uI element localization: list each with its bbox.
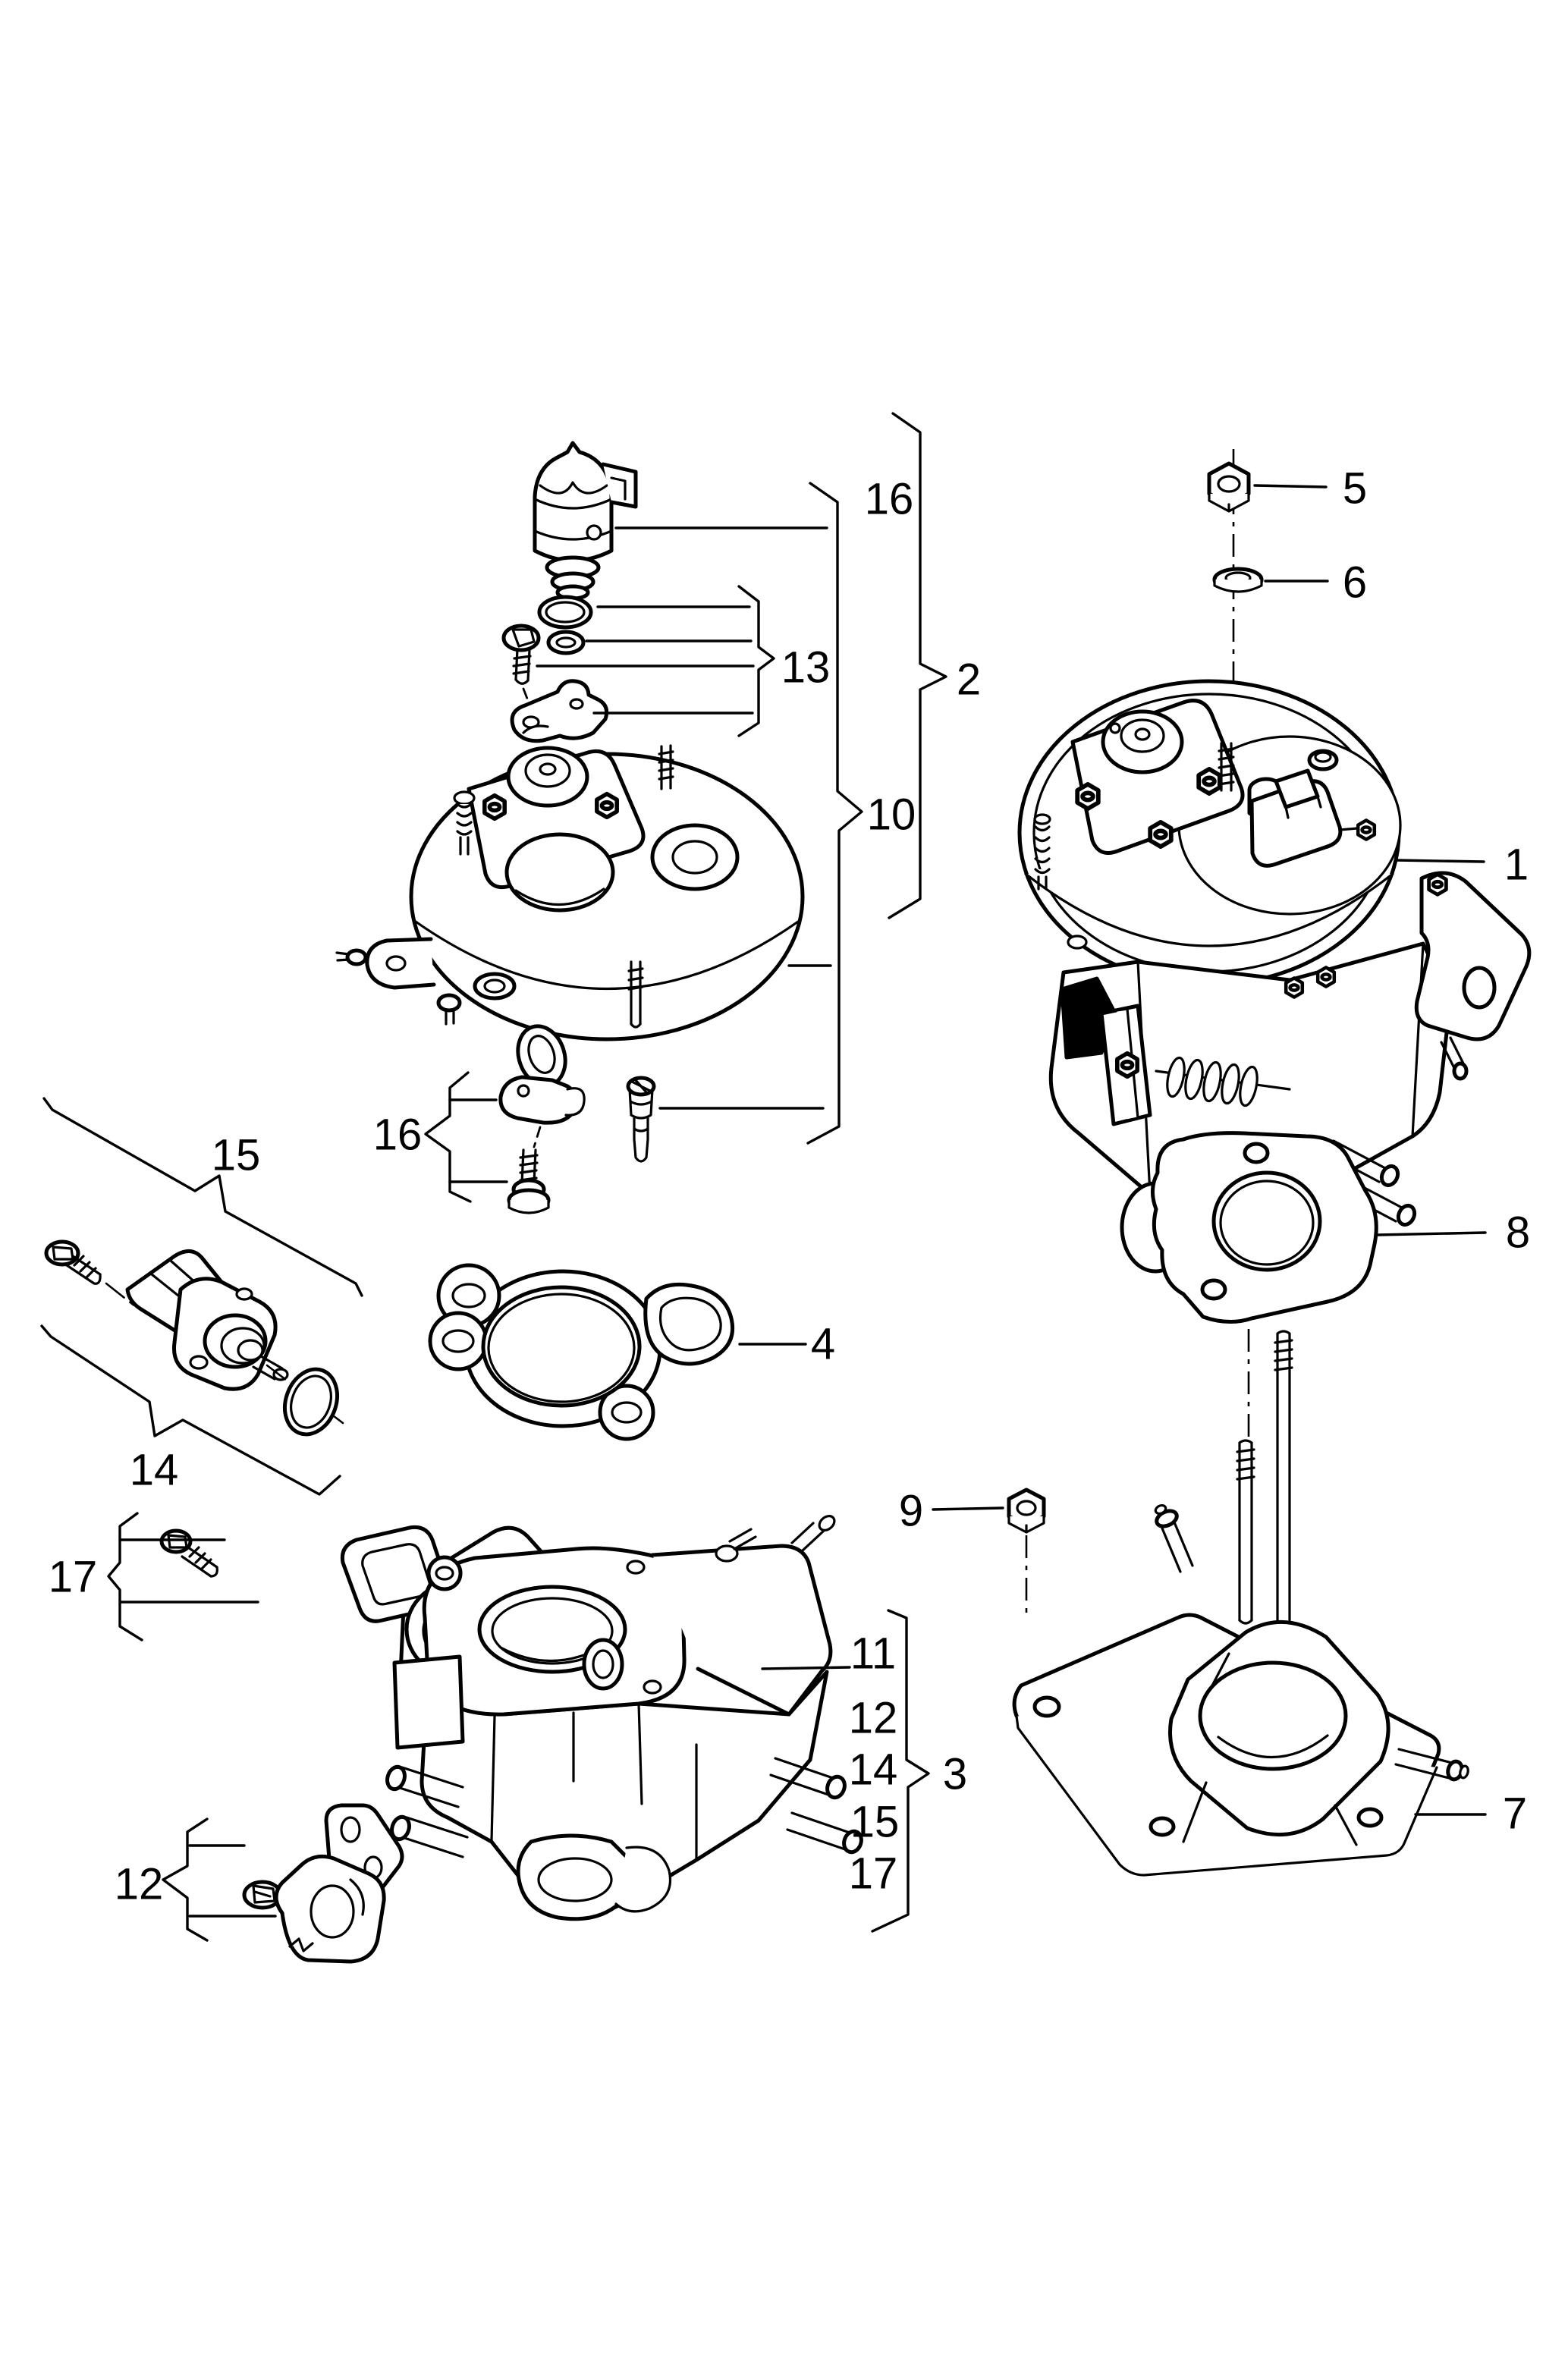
callout-3: 3 [943, 1750, 967, 1799]
sensor-screw [159, 1528, 218, 1578]
bracket-2 [888, 412, 947, 919]
callout-7: 7 [1503, 1789, 1527, 1839]
callout-17: 17 [849, 1849, 898, 1899]
hex-nut-9 [1007, 1488, 1046, 1534]
bracket-12 [162, 1817, 209, 1942]
washer-6 [1212, 567, 1264, 593]
callout-4: 4 [811, 1320, 835, 1369]
callout-12: 12 [849, 1694, 898, 1743]
mounting-studs [1236, 1330, 1293, 1725]
fast-idle-lever [498, 1024, 586, 1148]
throttle-body [385, 1515, 863, 1921]
callout-11: 11 [850, 1629, 896, 1679]
injector-o-ring-large [537, 595, 593, 630]
upper-part-plate [335, 744, 805, 1041]
hex-nut-5 [1207, 461, 1251, 513]
callout-10: 10 [867, 790, 916, 840]
bracket-14 [40, 1324, 341, 1496]
choke-cam-12 [274, 1854, 386, 1964]
regulator-o-ring [283, 1367, 339, 1437]
bracket-13 [737, 585, 775, 737]
main-assembly [1017, 679, 1532, 1274]
callout-12: 12 [115, 1860, 164, 1909]
callout-15: 15 [850, 1798, 900, 1847]
callout-16: 16 [865, 475, 914, 524]
callout-2: 2 [957, 655, 981, 705]
gasket-4 [428, 1263, 735, 1441]
group-brackets [40, 412, 947, 1942]
callout-13: 13 [781, 643, 831, 693]
injector-o-ring-small [546, 630, 586, 655]
flange-base-7 [1012, 1503, 1469, 1877]
lever-screw [507, 1148, 551, 1214]
bracket-3 [871, 1609, 930, 1933]
leader-lines [120, 484, 1487, 1918]
callout-1: 1 [1504, 840, 1529, 890]
injector-clamp-lever [510, 679, 609, 743]
callout-6: 6 [1343, 558, 1367, 608]
pressure-regulator [44, 1239, 344, 1425]
callout-15: 15 [212, 1131, 261, 1180]
callout-17: 17 [49, 1553, 98, 1602]
callout-14: 14 [130, 1446, 179, 1495]
callout-16: 16 [373, 1111, 423, 1160]
insulator-flange-8 [1151, 1131, 1378, 1324]
bracket-15 [42, 1097, 363, 1297]
bracket-16 [424, 1071, 472, 1203]
bracket-10 [806, 482, 863, 1145]
fuel-injector [533, 441, 638, 601]
injector-screw [501, 624, 541, 710]
callout-14: 14 [849, 1745, 898, 1795]
bracket-17 [107, 1512, 143, 1641]
callout-5: 5 [1343, 464, 1367, 514]
callout-8: 8 [1506, 1208, 1530, 1258]
pivot-pin [626, 1076, 656, 1163]
callout-9: 9 [899, 1487, 923, 1536]
